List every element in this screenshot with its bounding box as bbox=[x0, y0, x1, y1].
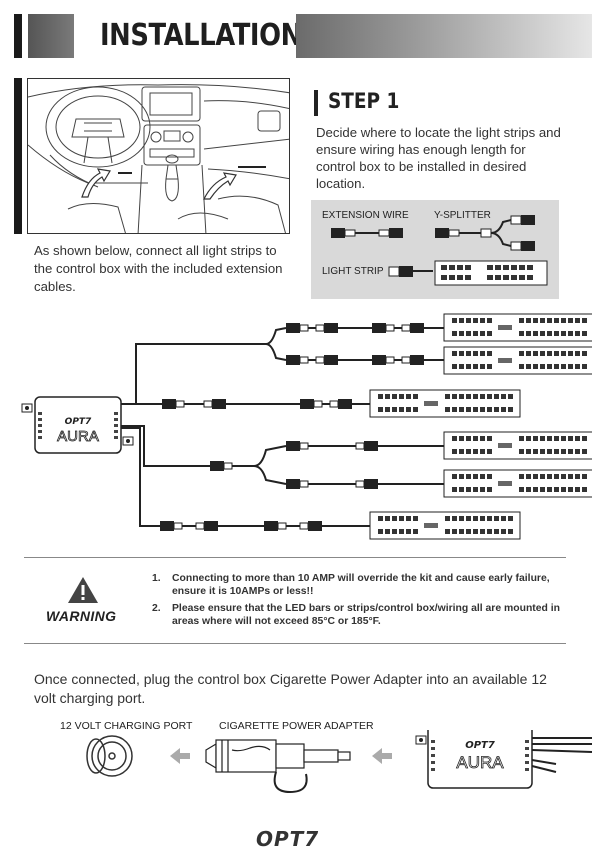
power-adapter-caption: CIGARETTE POWER ADAPTER bbox=[219, 720, 374, 732]
control-box-model: AURA bbox=[57, 428, 99, 445]
charging-port-icon bbox=[86, 735, 133, 777]
control-box-model: AURA bbox=[456, 753, 504, 772]
cigarette-adapter-icon bbox=[205, 739, 351, 794]
light-strip-5 bbox=[443, 469, 592, 498]
light-strip-2 bbox=[443, 346, 592, 375]
control-box-brand: OPT7 bbox=[65, 417, 92, 427]
component-legend: EXTENSION WIRE Y-SPLITTER LIGHT STRIP bbox=[311, 200, 559, 299]
warning-label: WARNING bbox=[46, 608, 117, 624]
extension-wire-icon bbox=[331, 228, 403, 238]
warning-item-number: 2. bbox=[152, 603, 161, 614]
warning-item: 1. Connecting to more than 10 AMP will o… bbox=[152, 572, 572, 598]
wiring-diagram: OPT7 AURA bbox=[21, 313, 592, 540]
warning-icon bbox=[68, 577, 98, 603]
light-strip-3 bbox=[369, 389, 521, 418]
arrow-left-icon bbox=[170, 748, 190, 764]
footer-brand-logo: OPT7 bbox=[256, 827, 320, 851]
control-box: OPT7 AURA bbox=[21, 396, 134, 454]
legend-icons bbox=[331, 215, 548, 286]
step-title: STEP 1 bbox=[328, 89, 400, 113]
warning-item-text: Please ensure that the LED bars or strip… bbox=[172, 603, 561, 627]
legend-y-splitter-label: Y-SPLITTER bbox=[434, 210, 491, 221]
page-title: INSTALLATION bbox=[100, 18, 302, 53]
connect-instructions: Once connected, plug the control box Cig… bbox=[34, 671, 547, 706]
illustration-side-bar bbox=[14, 78, 22, 234]
light-strip-6 bbox=[369, 511, 521, 540]
light-strip-1 bbox=[443, 313, 592, 342]
step-description: Decide where to locate the light strips … bbox=[316, 125, 561, 191]
legend-light-strip-label: LIGHT STRIP bbox=[322, 266, 384, 277]
light-strip-legend-icon bbox=[388, 260, 548, 286]
warning-list: 1. Connecting to more than 10 AMP will o… bbox=[152, 572, 572, 632]
warning-bottom-rule bbox=[24, 643, 566, 644]
control-box-icon: OPT7 AURA bbox=[415, 730, 592, 789]
light-strip-4 bbox=[443, 431, 592, 460]
charging-port-caption: 12 VOLT CHARGING PORT bbox=[60, 720, 193, 732]
header-accent-bar bbox=[14, 14, 22, 58]
intro-instructions: As shown below, connect all light strips… bbox=[34, 243, 283, 294]
step-accent-bar bbox=[314, 90, 318, 116]
legend-extension-wire-label: EXTENSION WIRE bbox=[322, 210, 409, 221]
header-accent-block bbox=[28, 14, 74, 58]
dashboard-illustration bbox=[27, 78, 290, 234]
arrow-left-icon bbox=[372, 748, 392, 764]
power-connection-illustration: OPT7 AURA bbox=[86, 730, 592, 794]
warning-item: 2. Please ensure that the LED bars or st… bbox=[152, 602, 572, 628]
control-box-brand: OPT7 bbox=[465, 740, 495, 751]
warning-item-number: 1. bbox=[152, 573, 161, 584]
header-gradient-band bbox=[296, 14, 592, 58]
warning-item-text: Connecting to more than 10 AMP will over… bbox=[172, 573, 550, 597]
y-splitter-icon bbox=[435, 215, 535, 251]
warning-top-rule bbox=[24, 557, 566, 558]
